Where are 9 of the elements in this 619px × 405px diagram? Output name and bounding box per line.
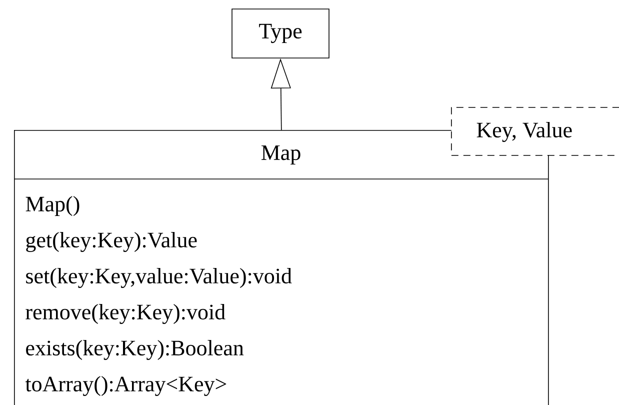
template-parameter-box: Key, Value [451, 107, 619, 156]
operation-text: get(key:Key):Value [26, 232, 197, 252]
operation-text: toArray():Array<Key> [25, 376, 226, 396]
operation-text: remove(key:Key):void [26, 304, 226, 324]
operation-text: exists(key:Key):Boolean [26, 340, 244, 360]
operation-text: set(key:Key,value:Value):void [26, 268, 292, 288]
operation-text: Map() [26, 196, 80, 216]
class-box: Type [232, 8, 330, 58]
class-name: Map [261, 145, 300, 165]
